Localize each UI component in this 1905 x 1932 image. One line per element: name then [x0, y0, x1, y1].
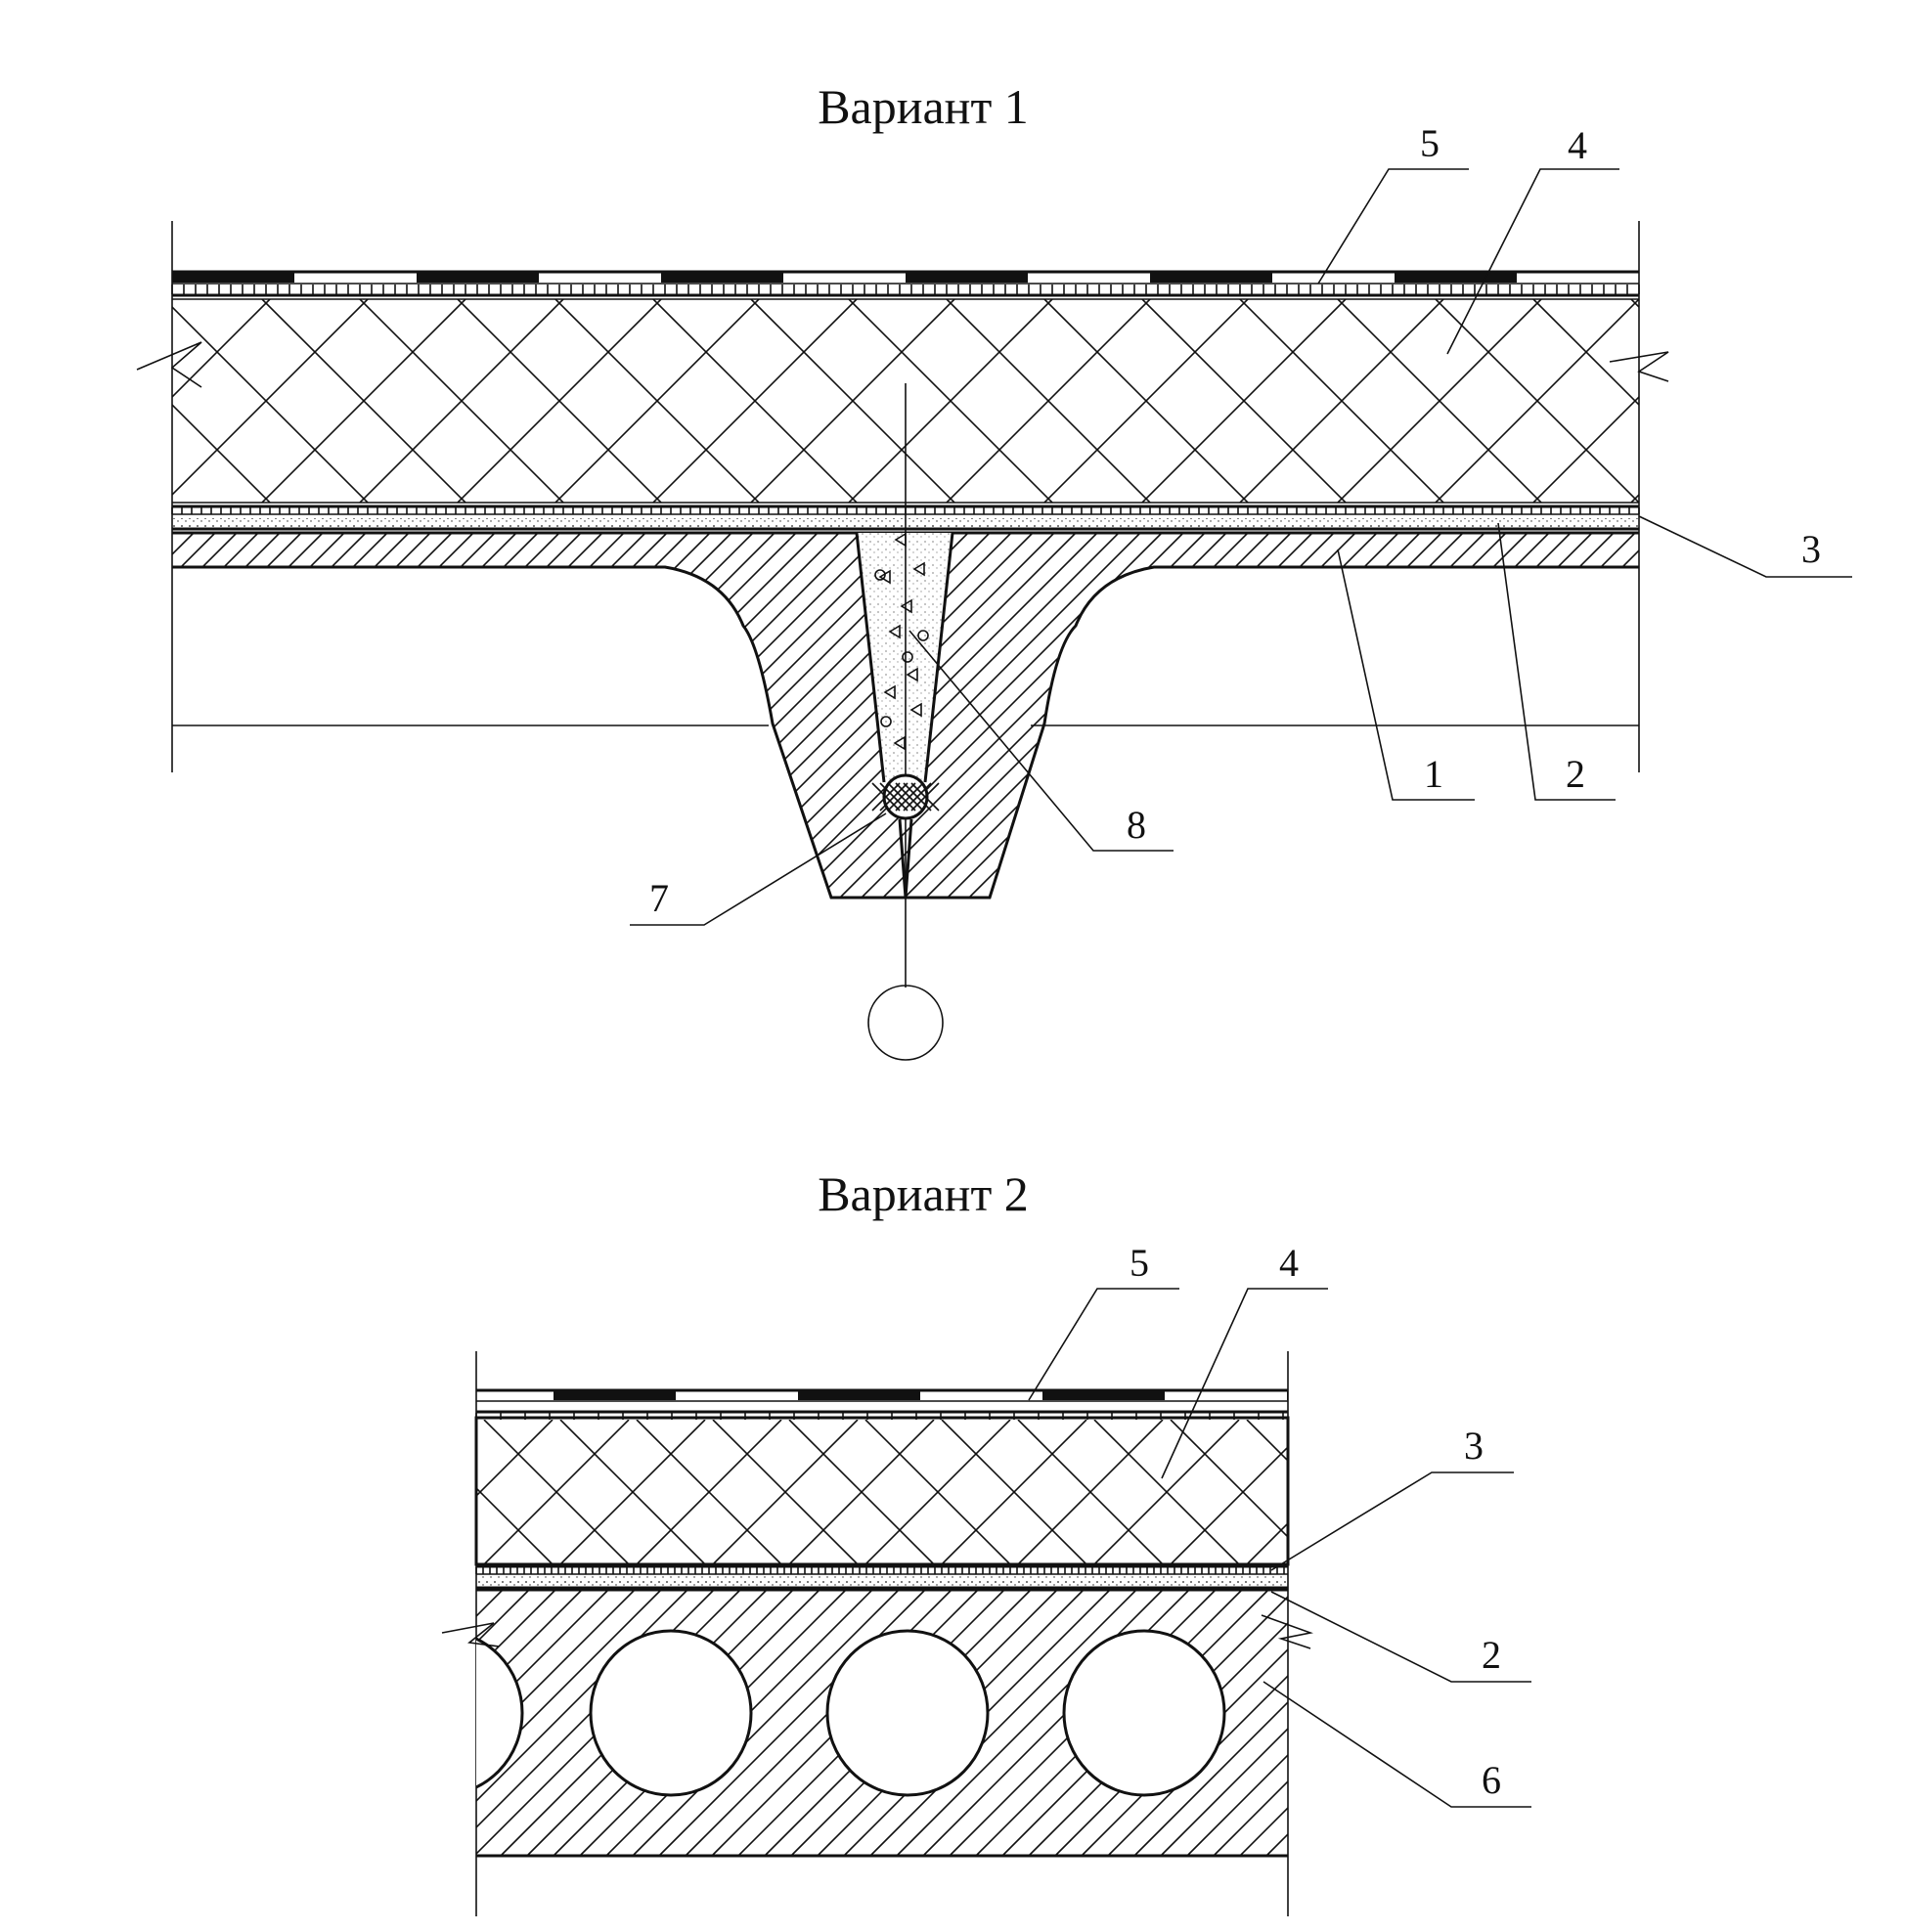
- label-3-v2: 3: [1464, 1424, 1484, 1468]
- membrane-overlap-strips: [172, 273, 1517, 283]
- break-mark-left-2: [441, 1622, 500, 1647]
- insulation-layer: [172, 298, 1639, 504]
- roofing-membrane-layer: [171, 270, 1640, 297]
- joint-groove: [855, 383, 954, 988]
- variant-2-title: Вариант 2: [818, 1166, 1029, 1221]
- concrete-aggregate: [874, 532, 929, 751]
- ribbed-slab: [172, 531, 1639, 900]
- screed-layer-2: [476, 1576, 1288, 1586]
- label-5-v2: 5: [1130, 1241, 1149, 1285]
- label-4: 4: [1568, 123, 1587, 167]
- label-4-v2: 4: [1279, 1241, 1299, 1285]
- vapour-barrier-layer-2: [475, 1564, 1288, 1575]
- hollow-core-slab: [476, 1588, 1288, 1858]
- break-mark-left: [136, 341, 202, 388]
- axis-marker-circle: [867, 985, 944, 1061]
- membrane-ticks: [171, 285, 1640, 294]
- label-2-v2: 2: [1482, 1633, 1501, 1677]
- label-3: 3: [1801, 527, 1821, 571]
- label-6-v2: 6: [1482, 1758, 1501, 1802]
- roofing-membrane-layer-2: [475, 1388, 1288, 1420]
- variant-2-section: 5 4 3 2 6: [441, 1241, 1531, 1916]
- insulation-layer-2: [474, 1416, 1290, 1566]
- variant-1-section: 5 4 3 1 2 8 7: [136, 121, 1852, 1061]
- label-5: 5: [1420, 121, 1440, 165]
- label-8: 8: [1127, 803, 1146, 847]
- sealing-cord: [882, 773, 929, 820]
- variant-1-title: Вариант 1: [818, 79, 1029, 134]
- label-7: 7: [649, 876, 669, 920]
- label-1: 1: [1424, 752, 1443, 796]
- break-mark-right-2: [1261, 1614, 1313, 1649]
- break-mark-right: [1609, 351, 1669, 382]
- joint-gap: [898, 818, 913, 899]
- label-2: 2: [1566, 752, 1585, 796]
